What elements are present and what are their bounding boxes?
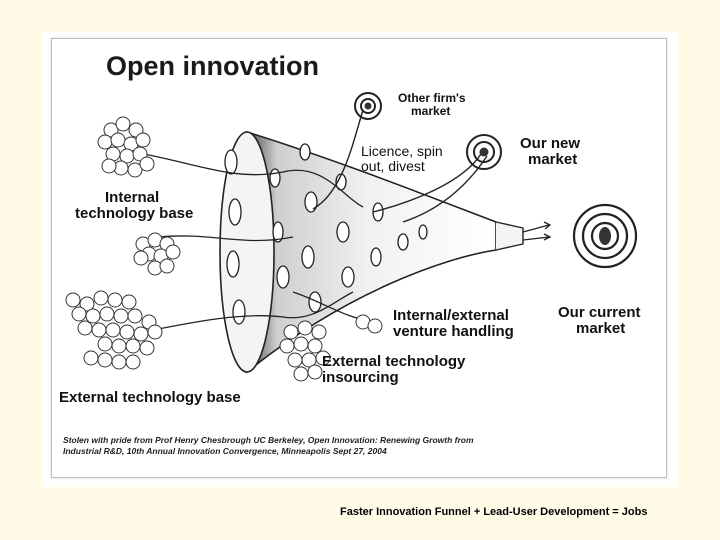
technology-bubble (108, 293, 122, 307)
technology-bubble (134, 251, 148, 265)
technology-bubble (78, 321, 92, 335)
technology-bubble (114, 309, 128, 323)
technology-bubble (294, 337, 308, 351)
target-our-new-market (467, 135, 501, 169)
technology-bubble (140, 341, 154, 355)
label-licence-spin-out: Licence, spin out, divest (361, 144, 443, 173)
technology-bubble (111, 133, 125, 147)
label-our-new-market: Our new market (520, 136, 580, 168)
technology-bubble (160, 259, 174, 273)
funnel-hole (229, 199, 241, 225)
technology-bubble (284, 325, 298, 339)
technology-bubble (84, 351, 98, 365)
label-external-technology-base: External technology base (59, 390, 241, 406)
technology-bubble (120, 325, 134, 339)
technology-bubble (66, 293, 80, 307)
funnel-hole (233, 300, 245, 324)
technology-bubble (106, 323, 120, 337)
funnel-hole (277, 266, 289, 288)
diagram-title: Open innovation (106, 52, 319, 80)
funnel-hole (419, 225, 427, 239)
label-venture-handling: Internal/external venture handling (393, 308, 514, 340)
label-internal-technology-base: Internal technology base (75, 190, 193, 222)
technology-bubble (140, 157, 154, 171)
technology-bubble (98, 353, 112, 367)
spout-arrows (523, 222, 550, 240)
funnel-hole (227, 251, 239, 277)
technology-bubble (166, 245, 180, 259)
technology-bubble (128, 309, 142, 323)
funnel-hole (300, 144, 310, 160)
technology-bubble (280, 339, 294, 353)
source-credit: Stolen with pride from Prof Henry Chesbr… (63, 435, 474, 458)
technology-bubble (134, 327, 148, 341)
technology-bubble (98, 337, 112, 351)
funnel-hole (398, 234, 408, 250)
technology-bubble (312, 325, 326, 339)
funnel-hole (337, 222, 349, 242)
funnel-hole (305, 192, 317, 212)
diagram-image: Open innovation Other firm's market Lice… (43, 32, 678, 487)
technology-bubble (112, 355, 126, 369)
technology-bubble (102, 159, 116, 173)
funnel-hole (371, 248, 381, 266)
label-other-firms-market: Other firm's market (398, 92, 466, 117)
technology-bubble (298, 321, 312, 335)
funnel-hole (270, 169, 280, 187)
technology-bubble (288, 353, 302, 367)
funnel-hole (342, 267, 354, 287)
technology-bubble (98, 135, 112, 149)
technology-bubble (126, 339, 140, 353)
technology-bubble (116, 117, 130, 131)
funnel-hole (302, 246, 314, 268)
label-external-technology-insourcing: External technology insourcing (322, 354, 465, 386)
open-innovation-funnel-diagram (43, 32, 678, 487)
technology-bubble (308, 339, 322, 353)
label-our-current-market: Our current market (558, 305, 641, 337)
technology-bubble (126, 355, 140, 369)
technology-bubble (308, 365, 322, 379)
technology-bubble (100, 307, 114, 321)
technology-bubble (86, 309, 100, 323)
target-our-current-market (574, 205, 636, 267)
target-other-firms-market (355, 93, 381, 119)
technology-bubble (92, 323, 106, 337)
technology-bubble (294, 367, 308, 381)
slide-footer: Faster Innovation Funnel + Lead-User Dev… (340, 506, 647, 518)
funnel-hole (225, 150, 237, 174)
technology-bubble (136, 133, 150, 147)
technology-bubble (122, 295, 136, 309)
funnel-spout (496, 222, 523, 250)
technology-bubble (72, 307, 86, 321)
technology-bubble (94, 291, 108, 305)
technology-bubble (112, 339, 126, 353)
technology-bubble (368, 319, 382, 333)
technology-bubble (148, 325, 162, 339)
